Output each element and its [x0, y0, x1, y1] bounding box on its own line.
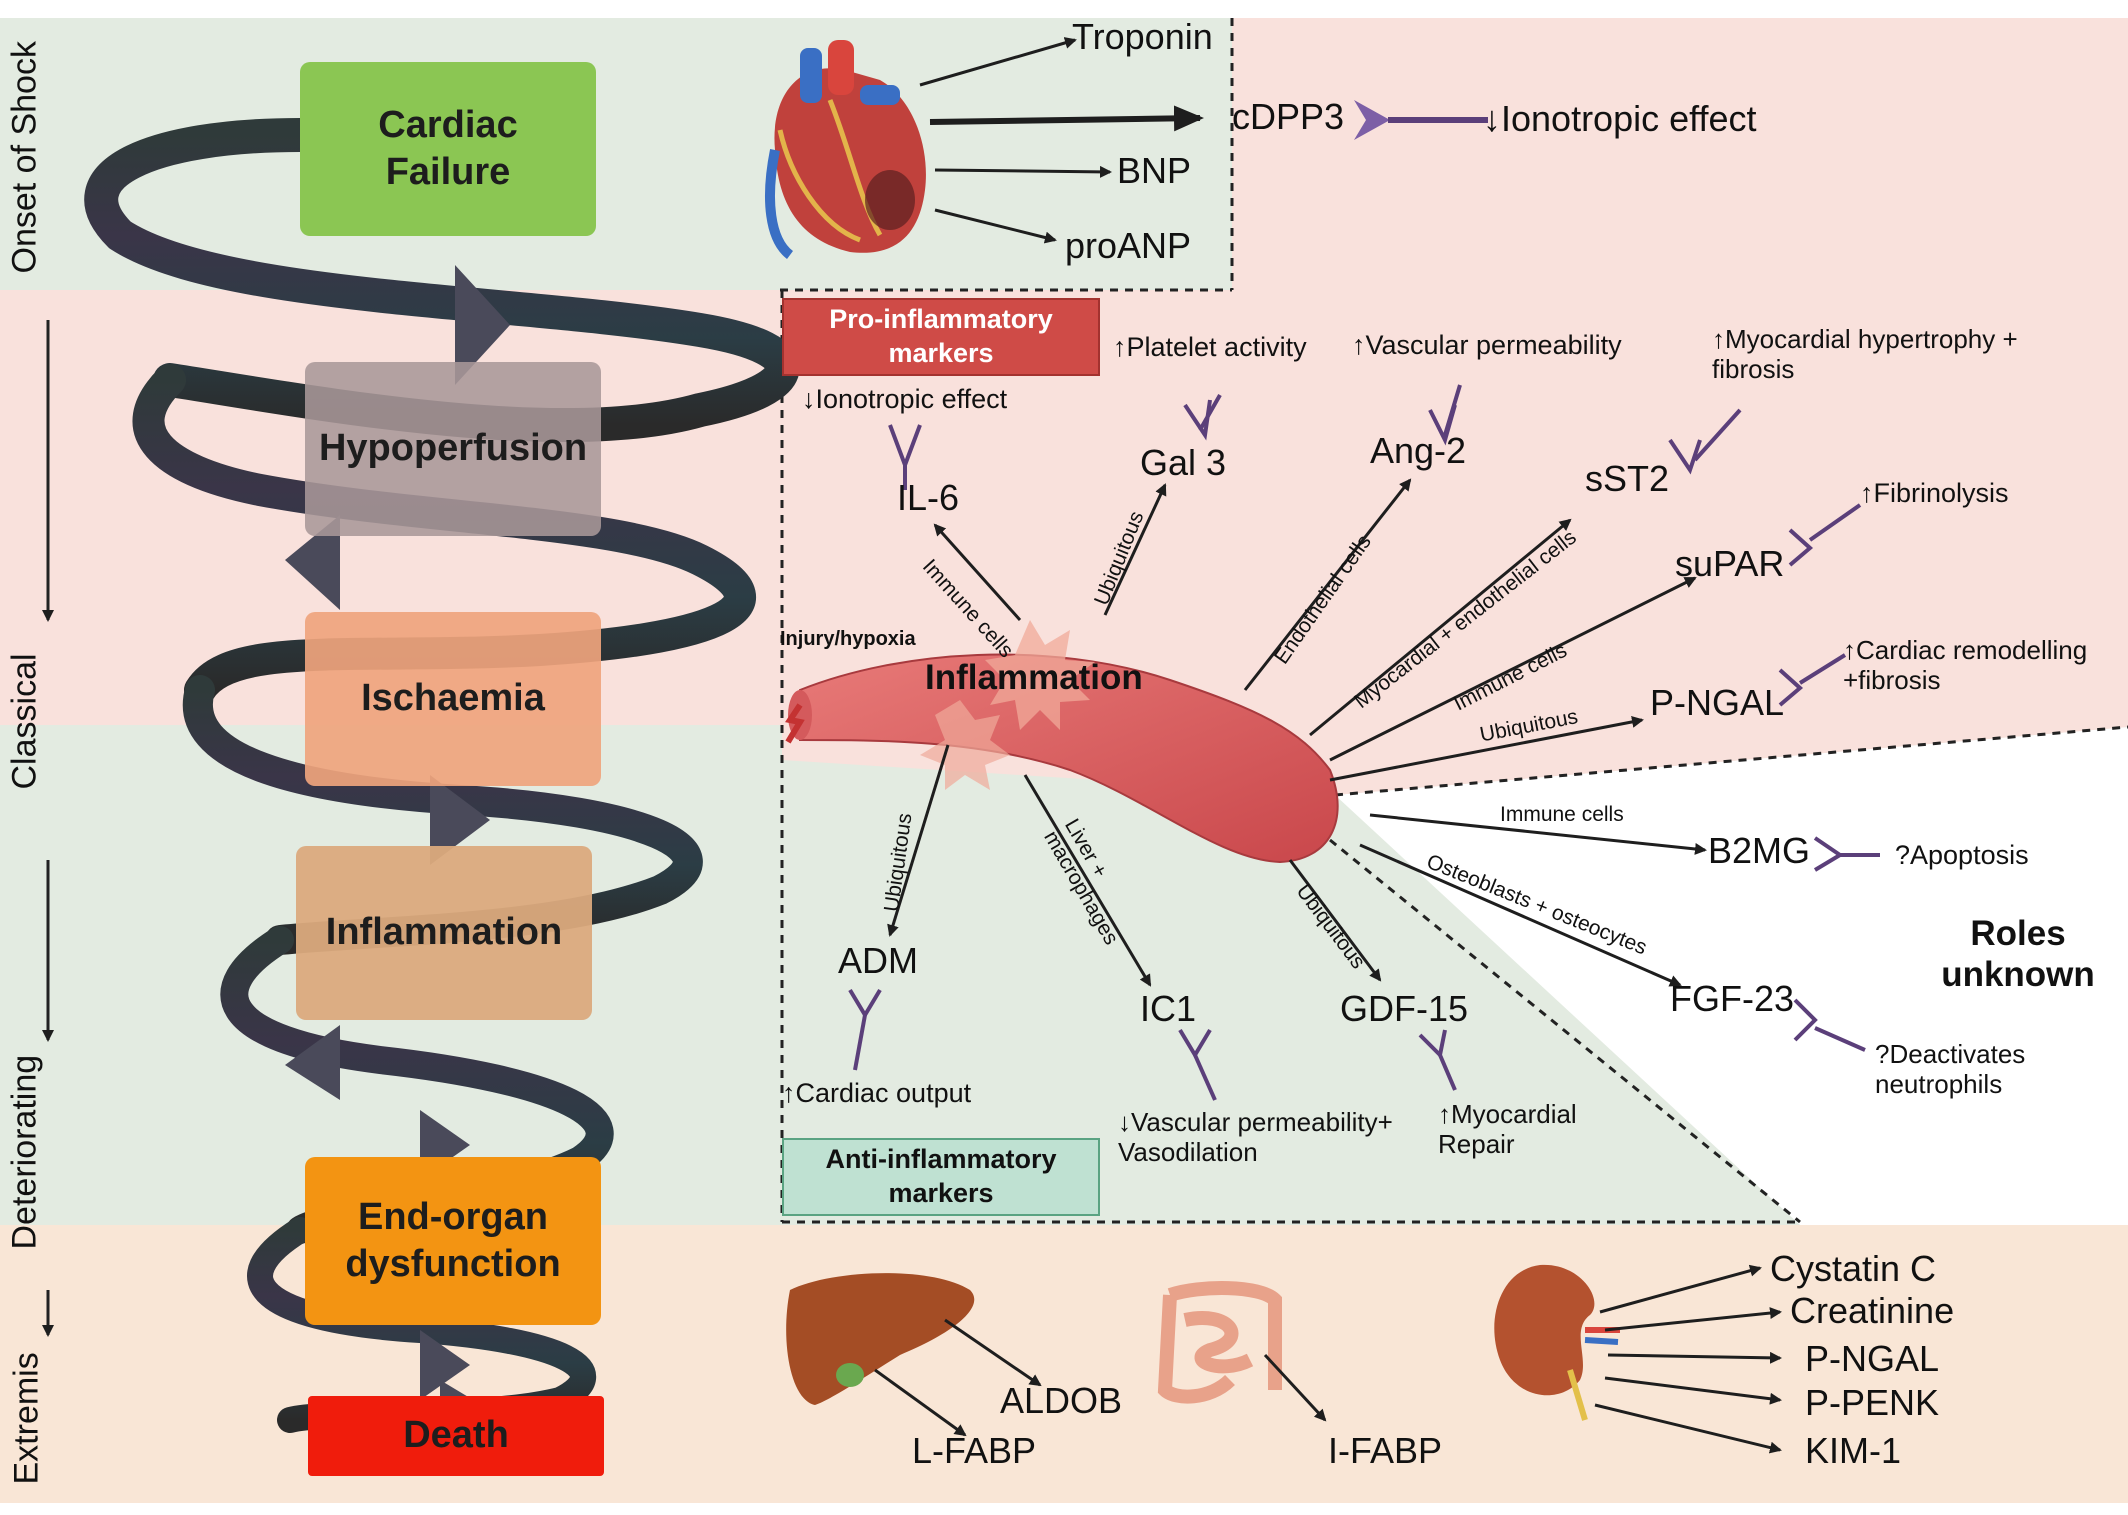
axis-extremis: Extremis [7, 1352, 46, 1485]
marker-aldob: ALDOB [1000, 1380, 1123, 1421]
blood-vessel [785, 620, 1339, 864]
source-b2mg: Immune cells [1500, 803, 1624, 826]
marker-fgf23: FGF-23 [1670, 978, 1795, 1019]
marker-il6: IL-6 [897, 477, 960, 518]
pro-inflammatory-box: Pro-inflammatory markers [782, 298, 1100, 376]
cdpp3-effect: ↓Ionotropic effect [1483, 98, 1757, 139]
stage-death: Death [308, 1396, 604, 1476]
role-gal3: ↑Platelet activity [1113, 332, 1307, 362]
axis-onset: Onset of Shock [5, 41, 44, 274]
axis-deteriorating: Deteriorating [5, 1054, 44, 1250]
marker-ifabp: I-FABP [1328, 1430, 1443, 1471]
role-gdf15: ↑Myocardial Repair [1438, 1099, 1577, 1159]
marker-ic1: IC1 [1140, 988, 1197, 1029]
marker-lfabp: L-FABP [912, 1430, 1037, 1471]
marker-sst2: sST2 [1585, 458, 1670, 499]
marker-adm: ADM [838, 940, 918, 981]
cdpp3-receptor [1354, 100, 1488, 140]
marker-ppenk: P-PENK [1805, 1382, 1940, 1423]
role-adm: ↑Cardiac output [782, 1078, 972, 1108]
marker-gal3: Gal 3 [1140, 442, 1227, 483]
unknown-region [1335, 727, 2128, 1225]
heart-illustration [765, 40, 926, 259]
role-ang2: ↑Vascular permeability [1352, 330, 1622, 360]
marker-proanp: proANP [1065, 225, 1192, 266]
role-il6: ↓Ionotropic effect [802, 384, 1008, 414]
anti-inflammatory-box: Anti-inflammatory markers [782, 1138, 1100, 1216]
marker-bnp: BNP [1117, 150, 1192, 191]
role-ic1: ↓Vascular permeability+ Vasodilation [1118, 1107, 1393, 1167]
marker-troponin: Troponin [1072, 16, 1213, 57]
marker-creatinine: Creatinine [1790, 1290, 1955, 1331]
stage-ischaemia: Ischaemia [305, 612, 601, 786]
role-fgf23: ?Deactivates neutrophils [1875, 1039, 2026, 1099]
marker-b2mg: B2MG [1708, 830, 1811, 871]
stage-end-organ-dysfunction: End-organ dysfunction [305, 1157, 601, 1325]
stage-cardiac-failure: Cardiac Failure [300, 62, 596, 236]
stage-hypoperfusion: Hypoperfusion [305, 362, 601, 536]
marker-ang2: Ang-2 [1370, 430, 1467, 471]
marker-pngal: P-NGAL [1650, 682, 1785, 723]
inflammation-center-label: Inflammation [925, 658, 1143, 697]
intestine-illustration [1157, 1281, 1282, 1404]
stage-inflammation: Inflammation [296, 846, 592, 1020]
marker-pngal-kidney: P-NGAL [1805, 1338, 1940, 1379]
marker-cdpp3: cDPP3 [1232, 96, 1345, 137]
marker-cystatin-c: Cystatin C [1770, 1248, 1937, 1289]
role-b2mg: ?Apoptosis [1895, 840, 2029, 870]
band-cardiac-right [1232, 18, 2128, 290]
marker-kim1: KIM-1 [1805, 1430, 1902, 1471]
receptors [848, 384, 1880, 1101]
injury-label: Injury/hypoxia [780, 628, 916, 650]
role-pngal: ↑Cardiac remodelling +fibrosis [1843, 635, 2088, 695]
liver-illustration [786, 1273, 975, 1405]
marker-supar: suPAR [1675, 543, 1785, 584]
role-supar: ↑Fibrinolysis [1860, 478, 2009, 508]
role-sst2: ↑Myocardial hypertrophy + fibrosis [1712, 324, 2018, 384]
roles-unknown-label: Roles unknown [1941, 914, 2095, 995]
marker-gdf15: GDF-15 [1340, 988, 1469, 1029]
axis-classical: Classical [5, 653, 44, 790]
